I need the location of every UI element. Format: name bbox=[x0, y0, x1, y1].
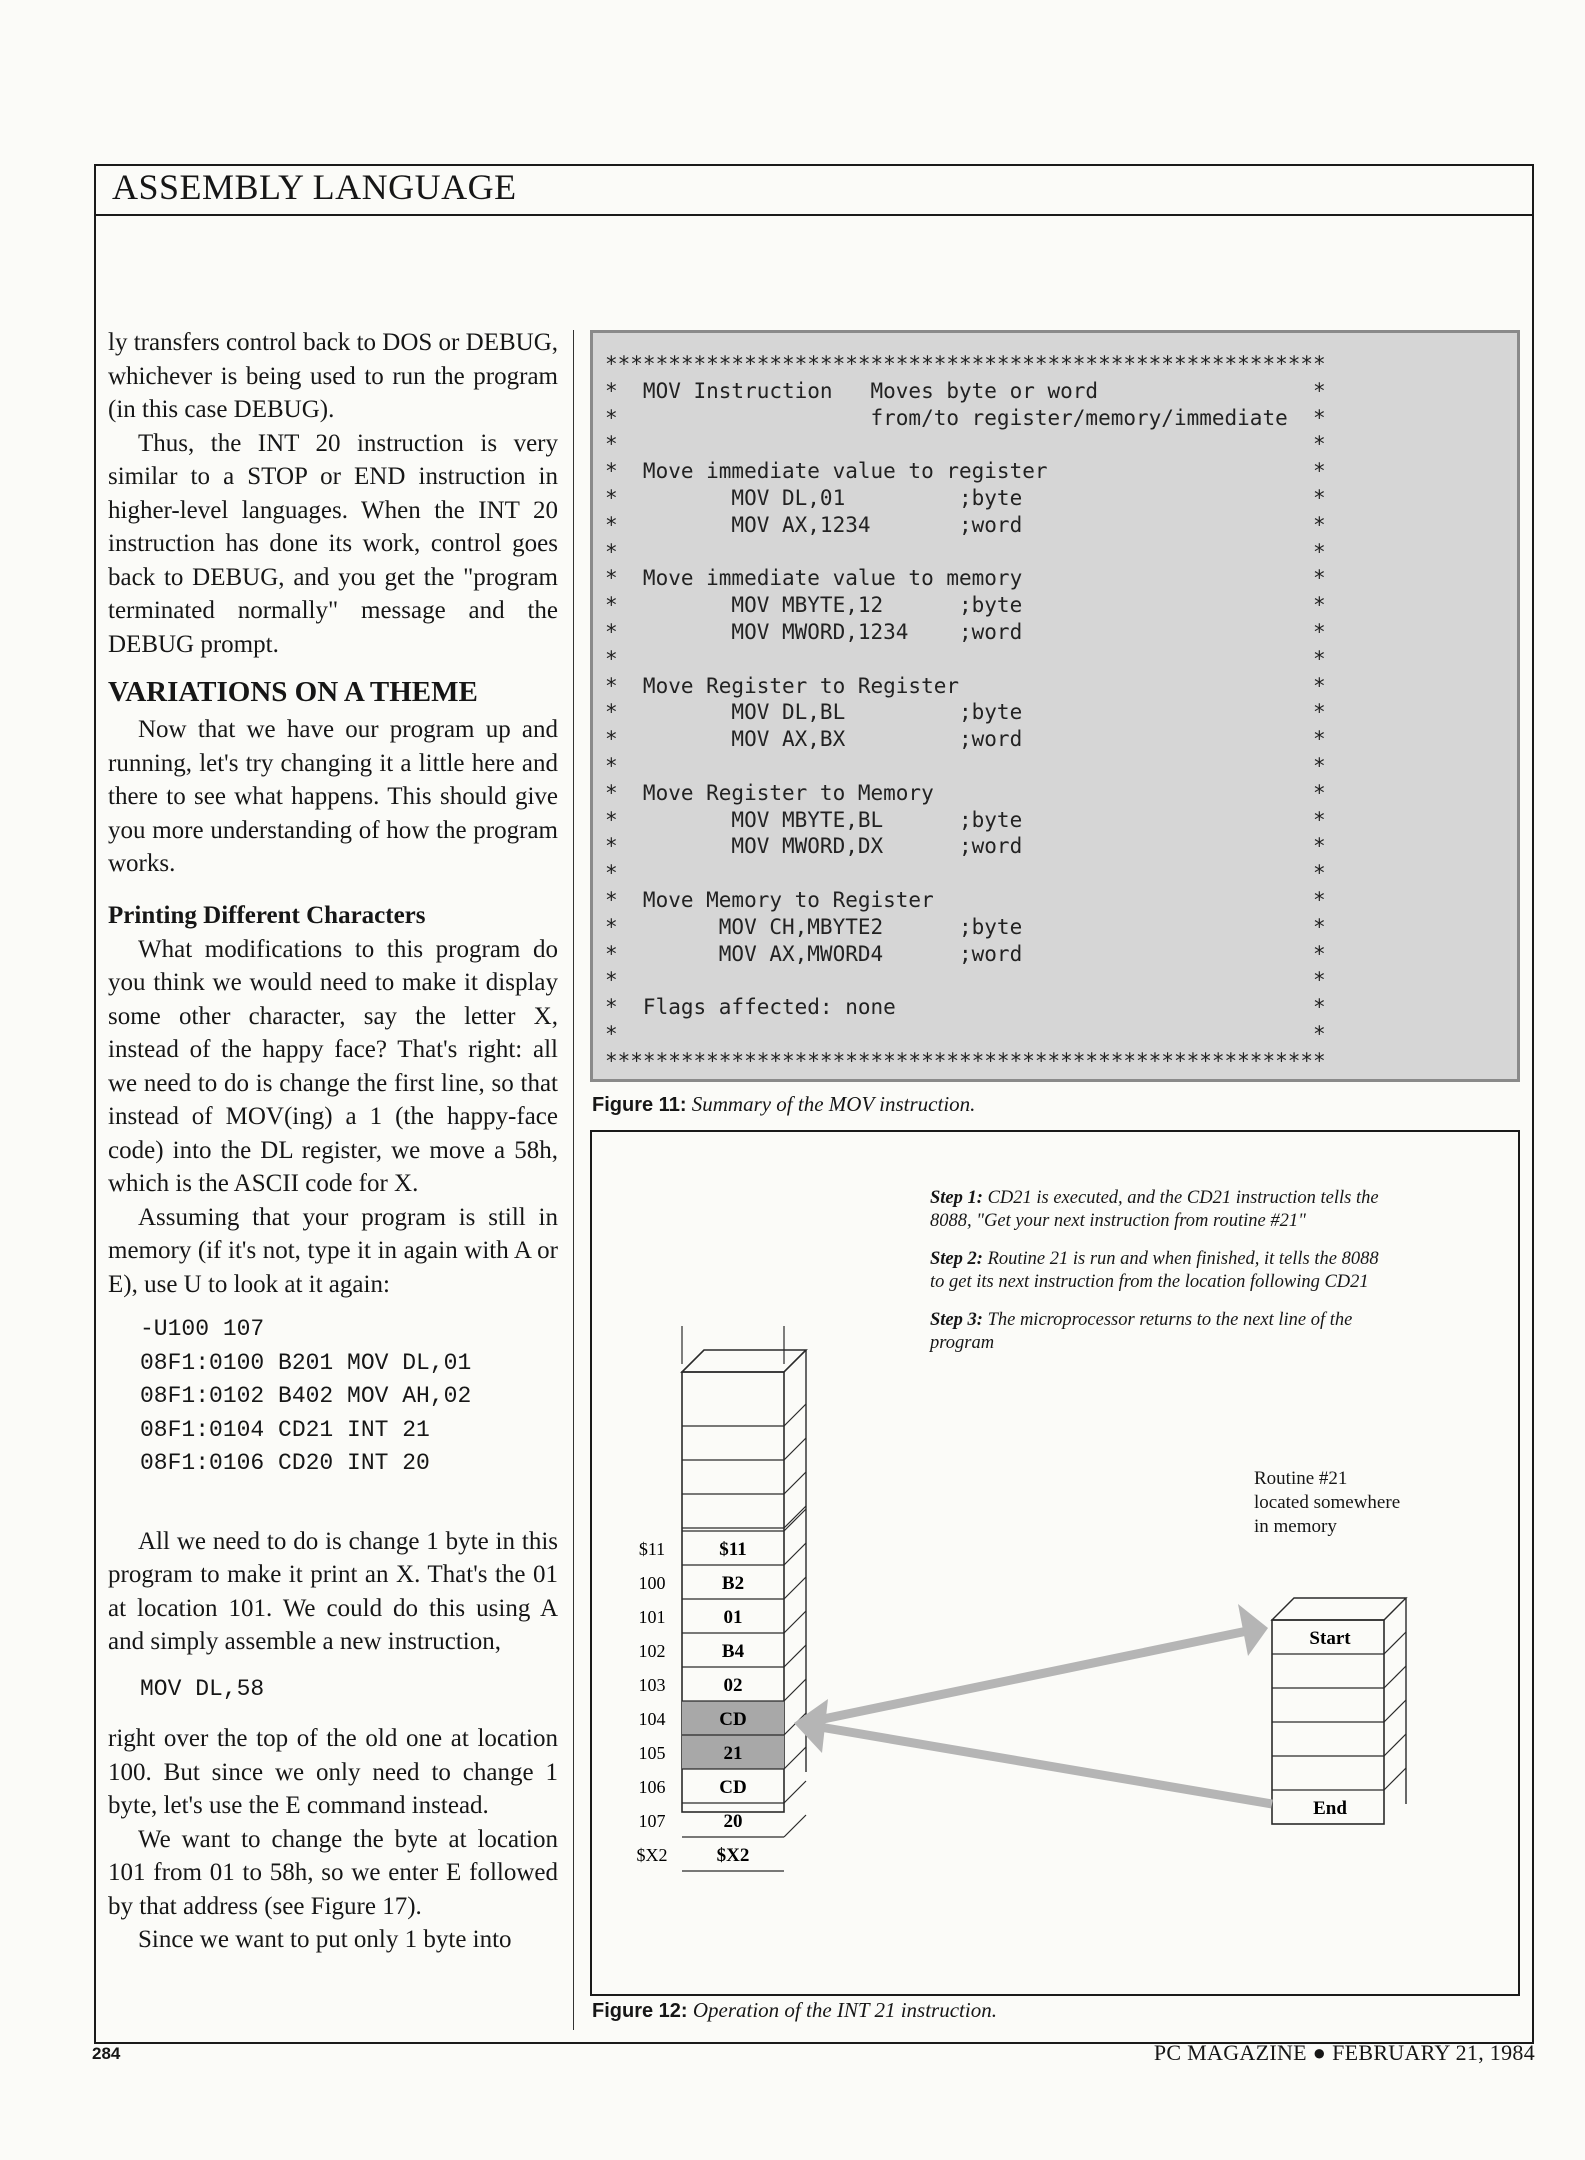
memory-cell-value: 01 bbox=[724, 1607, 743, 1628]
debug-listing: -U100 107 08F1:0100 B201 MOV DL,01 08F1:… bbox=[140, 1316, 472, 1476]
step-3: Step 3: The microprocessor returns to th… bbox=[930, 1310, 1353, 1353]
stack-row-slant bbox=[783, 1746, 807, 1770]
highlight-cell bbox=[682, 1701, 784, 1735]
routine-row-slant bbox=[1383, 1733, 1407, 1757]
header-rule bbox=[94, 214, 1534, 216]
routine-row-slant bbox=[1383, 1665, 1407, 1689]
stack-row-slant bbox=[783, 1576, 807, 1600]
page-number: 284 bbox=[92, 2044, 121, 2063]
stack-row-slant bbox=[783, 1610, 807, 1634]
return-arrow bbox=[819, 1722, 1273, 1809]
memory-address-label: 107 bbox=[639, 1811, 666, 1831]
article-column: ly transfers control back to DOS or DEBU… bbox=[108, 326, 558, 1957]
memory-address-label: $11 bbox=[639, 1539, 665, 1559]
memory-cell-value: 02 bbox=[724, 1675, 743, 1696]
memory-cell-value: CD bbox=[719, 1709, 746, 1730]
paragraph: ly transfers control back to DOS or DEBU… bbox=[108, 329, 558, 423]
code-line: MOV DL,58 bbox=[140, 1675, 265, 1702]
paragraph: Now that we have our program up and runn… bbox=[108, 716, 558, 877]
memory-cell-value: B2 bbox=[722, 1573, 744, 1594]
memory-address-label: 103 bbox=[639, 1675, 666, 1695]
section-title: ASSEMBLY LANGUAGE bbox=[112, 167, 517, 207]
memory-address-label: $X2 bbox=[637, 1845, 668, 1865]
call-arrow bbox=[803, 1625, 1253, 1728]
memory-cell-value: $X2 bbox=[717, 1845, 750, 1866]
stack-row-slant bbox=[783, 1780, 807, 1804]
stack-row-slant bbox=[783, 1678, 807, 1702]
figure-11-caption: Figure 11: Summary of the MOV instructio… bbox=[592, 1092, 975, 1117]
routine-row-slant bbox=[1383, 1631, 1407, 1655]
caption-text: Summary of the MOV instruction. bbox=[691, 1092, 976, 1116]
steps-text: Step 1: CD21 is executed, and the CD21 i… bbox=[930, 1187, 1390, 1370]
magazine-footer: PC MAGAZINE ● FEBRUARY 21, 1984 bbox=[1153, 2040, 1535, 2065]
memory-cell-value: 21 bbox=[724, 1743, 743, 1764]
paragraph: We want to change the byte at location 1… bbox=[108, 1825, 558, 1920]
memory-cell-value: CD bbox=[719, 1777, 746, 1798]
stack-row-slant bbox=[783, 1542, 807, 1566]
routine-end-label: End bbox=[1313, 1798, 1347, 1819]
paragraph: Since we want to put only 1 byte into bbox=[138, 1926, 512, 1953]
memory-cell-value: 20 bbox=[724, 1811, 743, 1832]
paragraph: Assuming that your program is still in m… bbox=[108, 1203, 558, 1298]
memory-address-label: 100 bbox=[639, 1573, 666, 1593]
subsection-heading: Printing Different Characters bbox=[108, 901, 426, 929]
paragraph: right over the top of the old one at loc… bbox=[108, 1725, 558, 1819]
column-divider bbox=[573, 330, 574, 2030]
caption-label: Figure 11: bbox=[592, 1094, 687, 1116]
stack-row-slant bbox=[783, 1814, 807, 1838]
stack-row-slant bbox=[783, 1403, 807, 1427]
call-arrowhead bbox=[1238, 1604, 1268, 1656]
paragraph: Thus, the INT 20 instruction is very sim… bbox=[108, 429, 558, 658]
memory-address-label: 106 bbox=[639, 1777, 666, 1797]
highlight-cell bbox=[682, 1735, 784, 1769]
stack-row-slant bbox=[783, 1644, 807, 1668]
figure-11-box: ****************************************… bbox=[590, 330, 1520, 1082]
caption-label: Figure 12: bbox=[592, 2000, 688, 2022]
stack-top-face bbox=[680, 1349, 808, 1373]
memory-cell-value: B4 bbox=[722, 1641, 745, 1662]
mov-instruction-listing: ****************************************… bbox=[605, 352, 1326, 1073]
memory-address-label: 105 bbox=[639, 1743, 666, 1763]
stack-row-slant bbox=[783, 1437, 807, 1461]
routine-start-label: Start bbox=[1309, 1628, 1351, 1649]
step-1: Step 1: CD21 is executed, and the CD21 i… bbox=[930, 1188, 1379, 1231]
caption-text: Operation of the INT 21 instruction. bbox=[692, 1998, 997, 2022]
memory-cell-value: $11 bbox=[719, 1539, 746, 1560]
memory-address-label: 101 bbox=[639, 1607, 666, 1627]
stack-row-slant bbox=[783, 1505, 807, 1529]
paragraph: What modifications to this program do yo… bbox=[108, 935, 558, 1198]
memory-address-label: 104 bbox=[639, 1709, 666, 1729]
memory-diagram: $11$11B210001101B410202103CD10421105CD10… bbox=[637, 1326, 1408, 1872]
stack-row-slant bbox=[783, 1508, 807, 1532]
paragraph: All we need to do is change 1 byte in th… bbox=[108, 1527, 558, 1656]
step-2: Step 2: Routine 21 is run and when finis… bbox=[930, 1249, 1379, 1292]
routine-note: Routine #21 located somewhere in memory bbox=[1254, 1468, 1401, 1537]
section-heading: VARIATIONS ON A THEME bbox=[108, 676, 478, 708]
stack-row-slant bbox=[783, 1471, 807, 1495]
return-arrowhead bbox=[794, 1699, 828, 1753]
figure-12-caption: Figure 12: Operation of the INT 21 instr… bbox=[592, 1998, 997, 2023]
routine-row-slant bbox=[1383, 1699, 1407, 1723]
page-frame bbox=[94, 164, 1534, 2044]
routine-top-face bbox=[1270, 1597, 1408, 1621]
figure-12-box: Step 1: CD21 is executed, and the CD21 i… bbox=[590, 1130, 1520, 1996]
memory-address-label: 102 bbox=[639, 1641, 666, 1661]
routine-row-slant bbox=[1383, 1767, 1407, 1791]
